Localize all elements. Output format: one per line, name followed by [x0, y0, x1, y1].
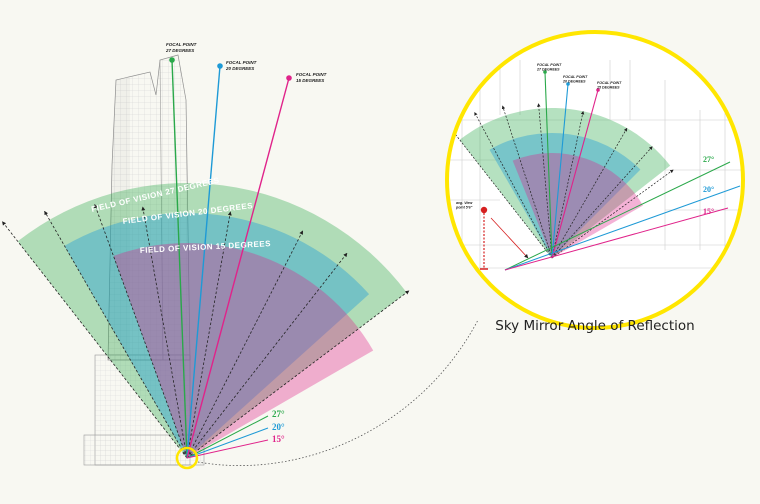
- sight-line: [186, 211, 232, 459]
- focal-point-dot: [217, 63, 223, 69]
- inset-fov-27: [459, 107, 671, 258]
- inset-background: [447, 32, 743, 328]
- fov-20-band: [64, 212, 370, 458]
- focal-point-dot: [286, 75, 292, 81]
- tower-shaft: [107, 54, 191, 361]
- sight-line: [44, 210, 188, 459]
- focal-point-27-line2: 27 DEGREES: [165, 48, 194, 53]
- inset-reflection-line: [504, 161, 731, 271]
- inset-caption: Sky Mirror Angle of Reflection: [495, 318, 694, 334]
- focal-ray-20: [186, 65, 221, 459]
- fov-15-band: [113, 242, 374, 458]
- focal-point-27-label: FOCAL POINT 27 DEGREES: [165, 42, 198, 53]
- inset-focal-ray: [551, 83, 569, 259]
- angle-label-20: 20°: [272, 422, 285, 432]
- focal-point-20-line2: 20 DEGREES: [225, 66, 254, 71]
- focal-point-15-line1: FOCAL POINT: [296, 72, 328, 77]
- inset-reflection-line: [504, 185, 741, 271]
- focal-point-20-line1: FOCAL POINT: [226, 60, 258, 65]
- sight-line: [186, 290, 410, 459]
- inset-focal-ray: [551, 89, 599, 259]
- inset-yellow-ring: [445, 30, 745, 330]
- focal-point-15-line2: 15 DEGREES: [296, 78, 324, 83]
- focal-point-15-label: FOCAL POINT 15 DEGREES: [296, 72, 328, 83]
- inset-focal-rays: [543, 70, 600, 259]
- angle-label-15: 15°: [272, 434, 285, 444]
- fov-27-band: [17, 183, 407, 458]
- inset-angle-27: 27°: [703, 155, 714, 164]
- inset-reflection-lines: [504, 161, 741, 271]
- inset-sight-line: [447, 123, 553, 259]
- inset-focal-dot: [566, 82, 570, 86]
- inset-sight-line: [537, 103, 553, 259]
- inset-sight-line: [501, 105, 553, 259]
- focal-point-dot: [169, 57, 175, 63]
- connector-curve: [197, 319, 479, 466]
- focal-point-labels: FOCAL POINT 27 DEGREES FOCAL POINT 20 DE…: [165, 42, 328, 83]
- sight-line: [186, 230, 304, 459]
- focal-point-27-line1: FOCAL POINT: [166, 42, 198, 47]
- reflection-ray: [186, 439, 269, 459]
- focal-ray-27: [171, 59, 188, 459]
- angle-label-27: 27°: [272, 409, 285, 419]
- focal-point-20-label: FOCAL POINT 20 DEGREES: [225, 60, 258, 71]
- sight-line: [141, 206, 188, 459]
- inset-fov-20: [489, 133, 641, 258]
- view-point-marker: [480, 206, 529, 270]
- inset-fov-15: [512, 152, 643, 258]
- inset-reflection-line: [504, 207, 729, 271]
- tower-edge: [159, 59, 164, 361]
- focal-rays: [169, 57, 292, 459]
- field-of-vision-bands: [17, 183, 407, 458]
- reflection-ray: [186, 415, 269, 459]
- sight-line: [94, 203, 188, 459]
- inset-angle-20: 20°: [703, 185, 714, 194]
- inset-angle-15: 15°: [703, 207, 714, 216]
- inset-sight-line: [474, 112, 553, 259]
- inset-focal-dot: [596, 88, 600, 92]
- sight-line: [1, 221, 188, 459]
- inset-focal-dot: [543, 70, 547, 74]
- inset-focal-ray: [544, 71, 553, 259]
- reflection-ray: [186, 427, 269, 459]
- inset-fov-bands: [459, 107, 671, 258]
- sight-line: [186, 252, 348, 459]
- sight-lines: [1, 203, 410, 459]
- inset-sight-lines: [447, 103, 674, 259]
- skyscraper: [83, 54, 205, 466]
- focal-ray-15: [186, 77, 290, 459]
- origin-highlight-circle: [175, 446, 199, 470]
